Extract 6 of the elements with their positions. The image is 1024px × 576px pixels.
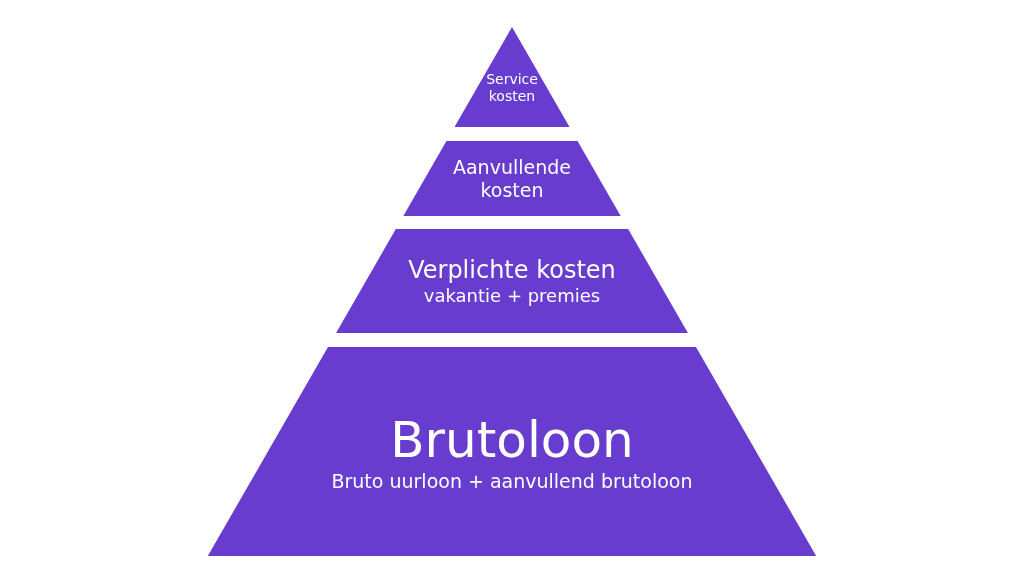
level-title: Aanvullende kosten xyxy=(451,155,572,202)
level-title: Verplichte kosten xyxy=(408,255,616,285)
level-title: Service kosten xyxy=(485,71,539,105)
level-subtitle: vakantie + premies xyxy=(423,284,601,307)
level-title: Brutoloon xyxy=(390,410,634,471)
level-subtitle: Bruto uurloon + aanvullend brutoloon xyxy=(331,470,693,493)
